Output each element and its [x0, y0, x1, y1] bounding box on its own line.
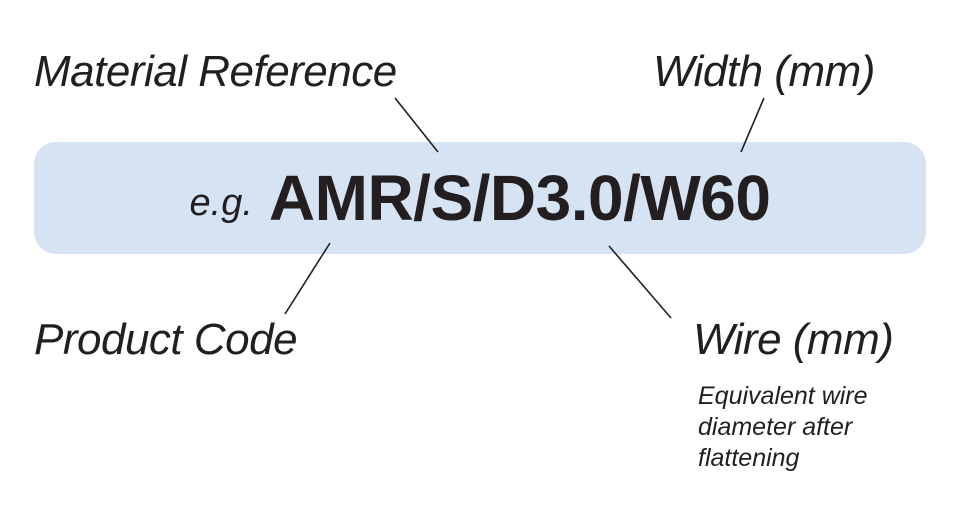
example-code-value: AMR/S/D3.0/W60	[268, 162, 771, 234]
wire-note: Equivalent wire diameter after flattenin…	[698, 381, 938, 474]
wire-note-line: flattening	[698, 444, 800, 472]
wire-label: Wire (mm)	[693, 315, 894, 364]
example-code-line: e.g. AMR/S/D3.0/W60	[34, 142, 926, 254]
wire-note-line: diameter after	[698, 413, 853, 441]
product-code-label: Product Code	[34, 315, 298, 364]
example-code-box: e.g. AMR/S/D3.0/W60	[34, 142, 926, 254]
leader-line-wire	[608, 245, 672, 319]
material-reference-label: Material Reference	[34, 47, 397, 96]
width-label: Width (mm)	[653, 47, 875, 96]
wire-note-line: Equivalent wire	[698, 382, 868, 410]
example-prefix: e.g.	[189, 181, 253, 224]
